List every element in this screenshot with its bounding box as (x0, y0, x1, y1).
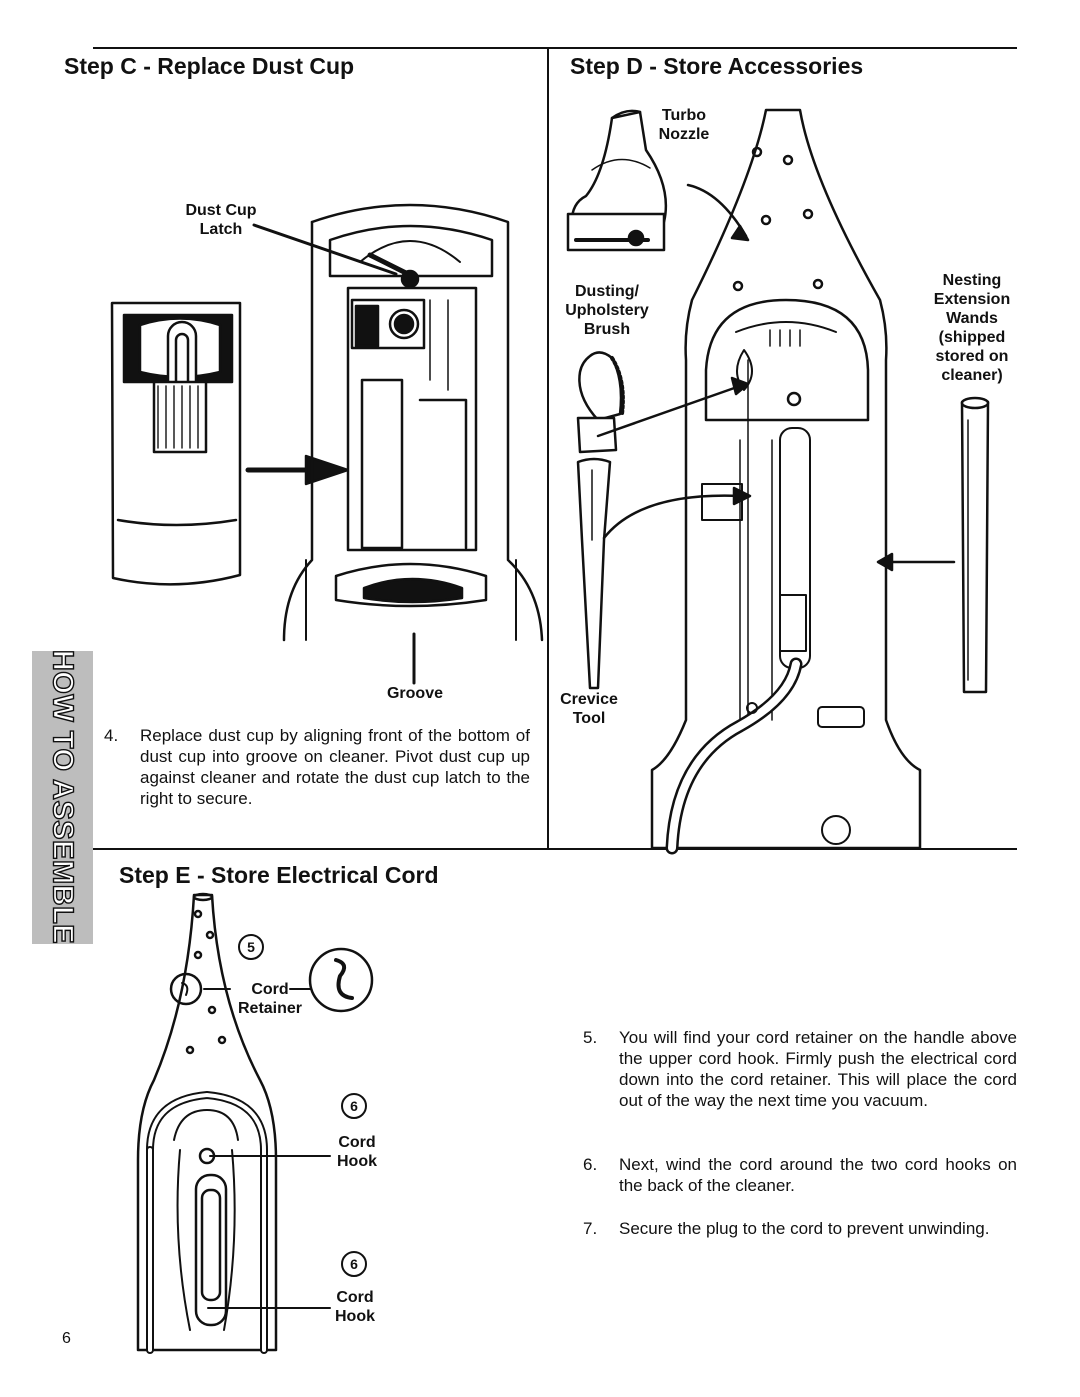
crevice-tool-label: Crevice Tool (560, 691, 618, 727)
side-tab: HOW TO ASSEMBLE (32, 649, 93, 945)
step-7-instruction: 7. Secure the plug to the cord to preven… (583, 1219, 990, 1238)
cord-retainer-label: Cord Retainer (237, 981, 303, 1017)
step-6-lower-marker: 6 (341, 1251, 367, 1277)
step-e-heading: Step E - Store Electrical Cord (119, 862, 439, 888)
step-6-instruction: 6. Next, wind the cord around the two co… (583, 1155, 1017, 1195)
dusting-brush-label: Dusting/ Upholstery Brush (565, 283, 649, 338)
middle-rule (93, 848, 1017, 850)
step-d-heading: Step D - Store Accessories (570, 53, 864, 79)
column-divider (547, 49, 549, 848)
nesting-wands-label: Nesting Extension Wands (shipped stored … (933, 272, 1011, 384)
page-number: 6 (62, 1330, 71, 1347)
upper-cord-hook-label: Cord Hook (337, 1134, 377, 1170)
step-6-upper-marker: 6 (341, 1093, 367, 1119)
top-rule (93, 47, 1017, 49)
step-4-instruction: 4. Replace dust cup by aligning front of… (104, 726, 530, 808)
step-c-heading: Step C - Replace Dust Cup (64, 53, 355, 79)
turbo-nozzle-label: Turbo Nozzle (658, 107, 710, 143)
dust-cup-latch-label: Dust Cup Latch (185, 202, 257, 238)
step-5-instruction: 5. You will find your cord retainer on t… (583, 1028, 1017, 1110)
lower-cord-hook-label: Cord Hook (335, 1289, 375, 1325)
groove-label: Groove (386, 685, 443, 702)
step-5-marker: 5 (238, 934, 264, 960)
